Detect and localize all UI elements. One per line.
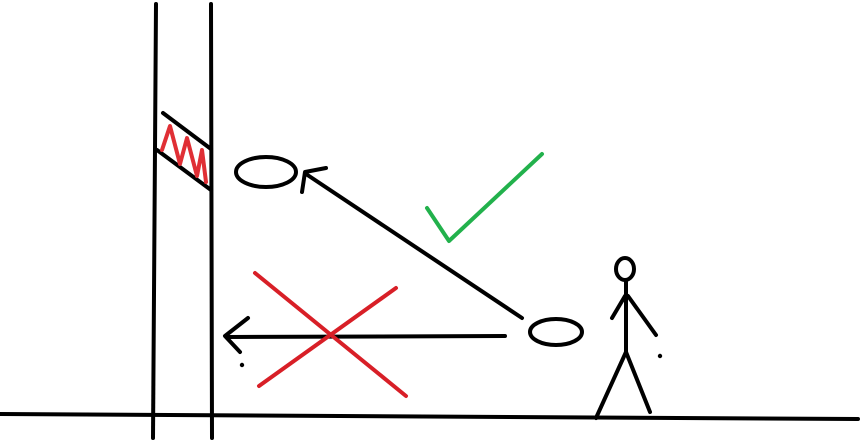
person-right-leg bbox=[624, 350, 652, 414]
wall-right-edge bbox=[209, 2, 214, 440]
stick-figure bbox=[594, 256, 663, 420]
cross-icon bbox=[253, 271, 408, 398]
red-hatched-wall-mark bbox=[155, 111, 213, 192]
check-icon bbox=[425, 152, 544, 243]
diagonal-arrow-head bbox=[300, 166, 328, 194]
diagonal-arrow-shaft bbox=[304, 172, 524, 320]
horizontal-arrow-head bbox=[223, 316, 250, 354]
diagonal-arrow-to-upper-ball bbox=[300, 166, 524, 320]
ball-near-wall bbox=[234, 155, 298, 189]
ground-line bbox=[0, 412, 860, 421]
cross-stroke-2 bbox=[257, 286, 398, 388]
hatch-zigzag bbox=[160, 124, 208, 184]
hatch-top-border bbox=[161, 111, 213, 151]
ink-dot bbox=[657, 353, 663, 359]
person-right-arm bbox=[626, 294, 658, 337]
hatch-bottom-border bbox=[155, 148, 213, 192]
person-left-leg bbox=[594, 350, 628, 420]
horizontal-arrow-shaft bbox=[226, 334, 507, 339]
ball-near-person bbox=[528, 317, 584, 347]
ink-dot bbox=[239, 362, 245, 368]
vertical-wall-pillar bbox=[151, 2, 214, 440]
person-left-arm bbox=[610, 294, 627, 320]
horizontal-arrow-to-wall bbox=[223, 316, 507, 368]
wall-left-edge bbox=[151, 2, 158, 440]
